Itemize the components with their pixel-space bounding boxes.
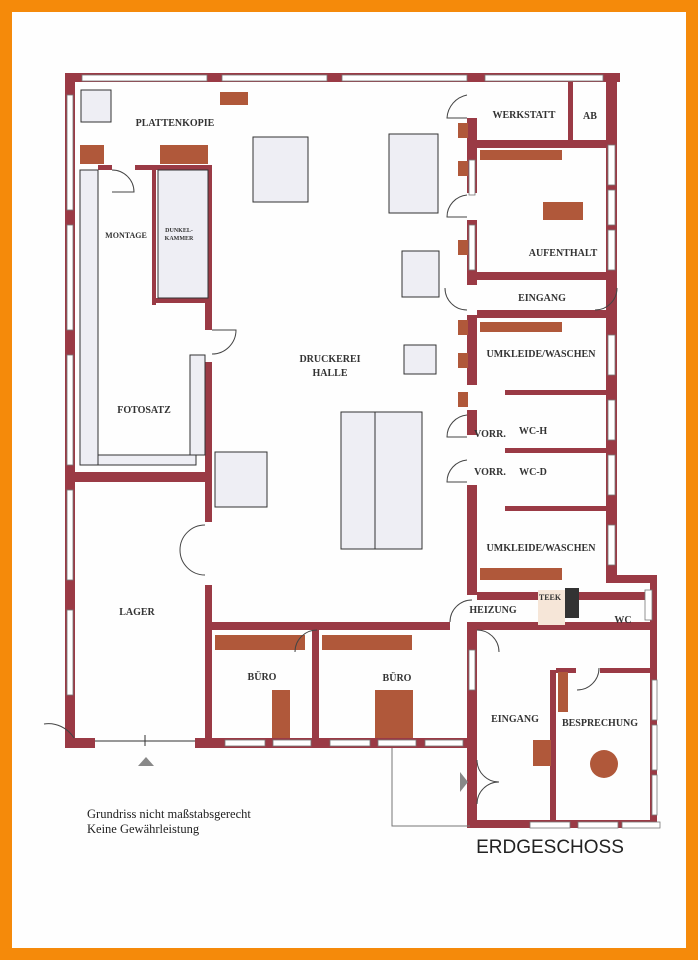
room-teek: TEEK bbox=[539, 593, 562, 602]
room-umkleide-1: UMKLEIDE/WASCHEN bbox=[487, 349, 597, 360]
room-werkstatt: WERKSTATT bbox=[493, 110, 556, 121]
room-besprechung: BESPRECHUNG bbox=[562, 718, 638, 729]
room-wc-h: WC-H bbox=[519, 426, 548, 437]
room-eingang-sued: EINGANG bbox=[491, 714, 539, 725]
room-vorr-1: VORR. bbox=[474, 429, 506, 440]
furniture bbox=[80, 92, 618, 778]
windows bbox=[66, 74, 661, 829]
note-scale: Grundriss nicht maßstabsgerecht bbox=[87, 807, 251, 821]
room-wc: WC bbox=[614, 615, 631, 626]
room-wc-d: WC-D bbox=[519, 467, 547, 478]
room-vorr-2: VORR. bbox=[474, 467, 506, 478]
room-eingang-nord: EINGANG bbox=[518, 293, 566, 304]
room-dunkelkammer-line2: KAMMER bbox=[165, 236, 194, 242]
doors bbox=[43, 94, 618, 827]
room-lager: LAGER bbox=[119, 607, 155, 618]
note-warranty: Keine Gewährleistung bbox=[87, 822, 200, 836]
room-umkleide-2: UMKLEIDE/WASCHEN bbox=[487, 543, 597, 554]
room-buero-2: BÜRO bbox=[383, 671, 412, 684]
room-druckerei: DRUCKEREI bbox=[299, 354, 360, 365]
room-fotosatz: FOTOSATZ bbox=[117, 405, 171, 416]
room-montage: MONTAGE bbox=[105, 231, 147, 240]
room-heizung: HEIZUNG bbox=[469, 605, 516, 616]
room-plattenkopie: PLATTENKOPIE bbox=[136, 118, 215, 129]
room-ab: AB bbox=[583, 111, 597, 122]
floor-title: ERDGESCHOSS bbox=[476, 837, 624, 858]
room-halle: HALLE bbox=[312, 368, 347, 379]
room-buero-1: BÜRO bbox=[248, 670, 277, 683]
machines bbox=[79, 89, 440, 550]
room-aufenthalt: AUFENTHALT bbox=[529, 248, 598, 259]
room-labels: PLATTENKOPIE MONTAGE DUNKEL- KAMMER FOTO… bbox=[105, 110, 638, 729]
room-dunkelkammer-line1: DUNKEL- bbox=[165, 228, 193, 234]
